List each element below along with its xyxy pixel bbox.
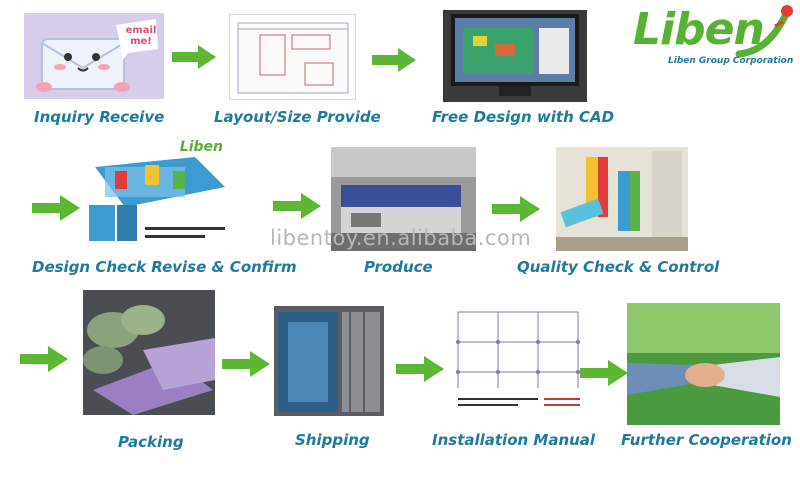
step-5-image (331, 147, 476, 251)
logo-slide-icon (735, 5, 793, 58)
arrow-icon (20, 346, 68, 372)
arrow-icon (396, 356, 444, 382)
step-3-image (443, 10, 587, 102)
step-4-label: Design Check Revise & Confirm (32, 258, 297, 276)
step-2-image (229, 14, 356, 100)
email-me-bubble: email me! (125, 25, 157, 47)
step-8-label: Shipping (295, 431, 370, 449)
arrow-icon (580, 360, 628, 386)
step-9-image (448, 292, 590, 422)
step-6-image (556, 147, 688, 251)
arrow-icon (222, 351, 270, 377)
arrow-icon (492, 196, 540, 222)
arrow-icon (273, 193, 321, 219)
step-1-image: email me! (24, 13, 164, 99)
arrow-icon (372, 48, 416, 72)
logo-subtitle: Liben Group Corporation (668, 56, 794, 66)
step-2-label: Layout/Size Provide (214, 108, 381, 126)
step-5-label: Produce (364, 258, 433, 276)
handshake-icon (627, 303, 780, 425)
step-3-label: Free Design with CAD (432, 108, 615, 126)
arrow-icon (32, 195, 80, 221)
envelope-icon (36, 19, 158, 92)
step-6-label: Quality Check & Control (517, 258, 720, 276)
step-4-logo: Liben (179, 139, 223, 155)
logo-wordmark: Liben (633, 4, 765, 55)
step-4-image: Liben (85, 137, 235, 253)
step-7-image (83, 290, 215, 415)
step-8-image (274, 306, 384, 416)
step-1-label: Inquiry Receive (34, 108, 165, 126)
watermark: libentoy.en.alibaba.com (270, 226, 532, 250)
step-10-image (627, 303, 780, 425)
step-9-label: Installation Manual (432, 431, 596, 449)
arrow-icon (172, 45, 216, 69)
step-10-label: Further Cooperation (621, 431, 792, 449)
step-7-label: Packing (118, 433, 184, 451)
